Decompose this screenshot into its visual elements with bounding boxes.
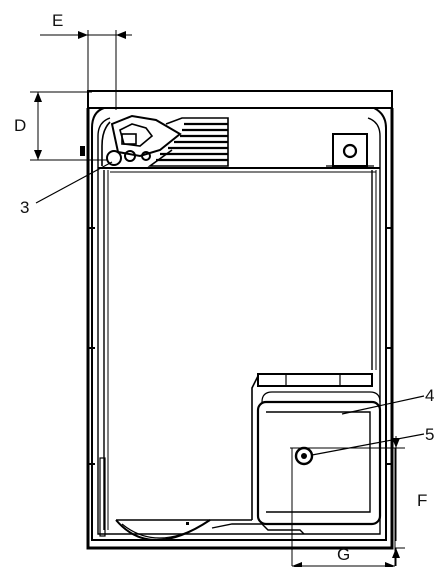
top-left-fitting	[101, 114, 182, 166]
label-e: E	[52, 11, 63, 30]
upper-right-bracket	[326, 133, 374, 167]
callout-4: 4	[341, 386, 434, 415]
drain-housing	[251, 373, 382, 526]
bottom-drum	[115, 519, 380, 541]
label-4: 4	[425, 386, 434, 405]
callout-5: 5	[311, 425, 434, 456]
dimension-e: E	[40, 11, 132, 110]
label-g: G	[337, 545, 350, 564]
label-5: 5	[425, 425, 434, 444]
label-f: F	[417, 491, 427, 510]
dimension-d: D	[14, 91, 108, 161]
upper-panel	[98, 114, 380, 173]
label-3: 3	[20, 198, 29, 217]
callout-3: 3	[20, 161, 113, 217]
fin-stripes	[147, 117, 229, 167]
label-d: D	[14, 116, 26, 135]
dimension-g: G	[291, 448, 396, 567]
